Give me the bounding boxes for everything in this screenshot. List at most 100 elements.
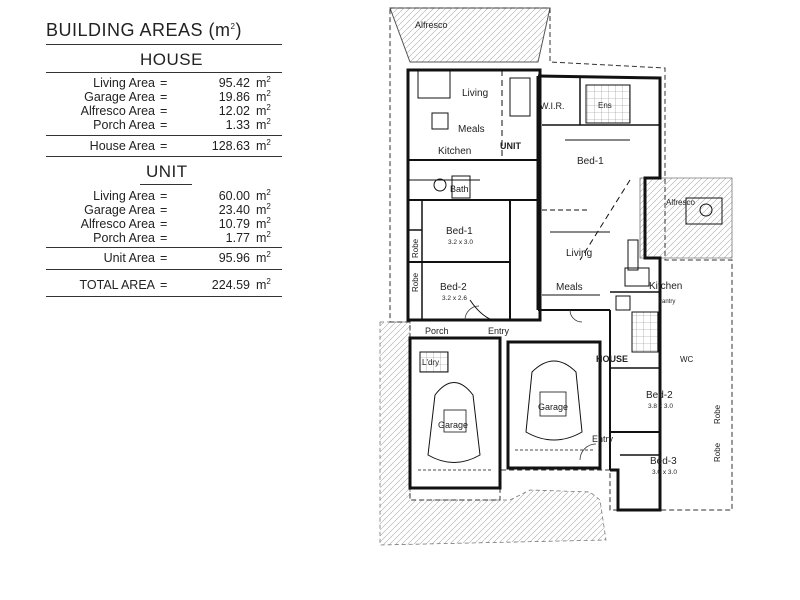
bed2-house-dim: 3.8 x 3.0 <box>648 403 673 410</box>
unit-garage-unit: m2 <box>256 201 271 217</box>
unit-alfresco-unit: m2 <box>256 215 271 231</box>
entry-house-label: Entry <box>592 434 614 444</box>
grand-total-underline <box>46 296 282 297</box>
unit-living-unit: m2 <box>256 187 271 203</box>
bed2-unit-label: Bed-2 <box>440 282 467 293</box>
unit-room-labels: Alfresco Living Meals Kitchen Bath UNIT … <box>411 20 521 430</box>
unit-m: m <box>256 231 267 245</box>
meals-unit-label: Meals <box>458 124 485 135</box>
wc-label: WC <box>680 355 694 364</box>
unit-m: m <box>256 189 267 203</box>
unit-m: m <box>256 251 267 265</box>
bath-unit-label: Bath <box>450 184 469 194</box>
unit-sup: 2 <box>266 88 271 98</box>
unit-sup: 2 <box>266 249 271 259</box>
unit-sup: 2 <box>266 116 271 126</box>
unit-total-value: 95.96 <box>218 251 250 265</box>
house-alfresco-value: 12.02 <box>218 104 250 118</box>
house-alfresco-label: Alfresco Area <box>80 104 155 118</box>
ens-label: Ens <box>598 101 612 110</box>
unit-heading: UNIT <box>146 162 188 181</box>
unit-total-unit: m2 <box>256 249 271 265</box>
pantry-label: Pantry <box>658 299 675 305</box>
grand-total-unit: m2 <box>256 276 271 292</box>
unit-m: m <box>256 104 267 118</box>
living-house-label: Living <box>566 248 592 259</box>
house-porch-unit: m2 <box>256 116 271 132</box>
unit-sup: 2 <box>266 102 271 112</box>
house-total-eq: = <box>160 139 168 153</box>
unit-garage-label: Garage Area <box>84 203 155 217</box>
house-total-rule <box>46 135 282 136</box>
door-swings <box>464 305 597 461</box>
unit-sup: 2 <box>266 187 271 197</box>
house-living-eq: = <box>160 76 168 90</box>
house-living-value: 95.42 <box>218 76 250 90</box>
bed3-house-dim: 3.0 x 3.0 <box>652 469 677 476</box>
unit-sup: 2 <box>266 229 271 239</box>
house-garage-value: 19.86 <box>218 90 250 104</box>
building-areas-schedule: BUILDING AREAS (m2) HOUSE Living Area = … <box>0 0 330 300</box>
garage-house-label: Garage <box>538 402 568 412</box>
unit-heading-underline <box>140 184 192 185</box>
house-alfresco-unit: m2 <box>256 102 271 118</box>
house-total-value: 128.63 <box>211 139 250 153</box>
floor-plan: Alfresco Living Meals Kitchen Bath UNIT … <box>379 7 733 546</box>
bed1-house-label: Bed-1 <box>577 156 604 167</box>
house-porch-value: 1.33 <box>225 118 250 132</box>
unit-m: m <box>256 203 267 217</box>
title-underline <box>46 44 282 45</box>
unit-garage-eq: = <box>160 203 168 217</box>
house-total-label: House Area <box>89 139 155 153</box>
unit-sup: 2 <box>266 137 271 147</box>
unit-m: m <box>256 90 267 104</box>
living-unit-label: Living <box>462 88 488 99</box>
unit-living-value: 60.00 <box>218 189 250 203</box>
schedule-title-close: ) <box>235 20 242 40</box>
porch-label: Porch <box>425 326 449 336</box>
landscape-areas <box>379 7 733 546</box>
unit-m: m <box>256 139 267 153</box>
unit-porch-unit: m2 <box>256 229 271 245</box>
robe1-label: Robe <box>411 238 420 258</box>
unit-alfresco-value: 10.79 <box>218 217 250 231</box>
grand-total-value: 224.59 <box>211 278 250 292</box>
unit-sup: 2 <box>266 215 271 225</box>
unit-alfresco-eq: = <box>160 217 168 231</box>
robe4-label: Robe <box>713 442 722 462</box>
unit-m: m <box>256 278 267 292</box>
wir-label: W.I.R. <box>540 101 565 111</box>
house-porch-eq: = <box>160 118 168 132</box>
unit-sup: 2 <box>266 74 271 84</box>
unit-alfresco-label: Alfresco Area <box>80 217 155 231</box>
unit-living-eq: = <box>160 189 168 203</box>
garage-unit-label: Garage <box>438 420 468 430</box>
unit-total-label: Unit Area <box>103 251 155 265</box>
alfresco-house-label: Alfresco <box>666 198 695 207</box>
house-garage-eq: = <box>160 90 168 104</box>
unit-garage <box>408 336 502 490</box>
house-garage-label: Garage Area <box>84 90 155 104</box>
house-heading-underline <box>46 72 282 73</box>
unit-garage-value: 23.40 <box>218 203 250 217</box>
schedule-title-text: BUILDING AREAS (m <box>46 20 231 40</box>
house-porch-label: Porch Area <box>93 118 155 132</box>
schedule-title: BUILDING AREAS (m2) <box>46 20 242 41</box>
house-heading: HOUSE <box>140 50 203 69</box>
bed1-unit-label: Bed-1 <box>446 226 473 237</box>
meals-house-label: Meals <box>556 282 583 293</box>
unit-total-eq: = <box>160 251 168 265</box>
unit-sup: 2 <box>266 276 271 286</box>
unit-sup: 2 <box>266 201 271 211</box>
kitchen-house-label: Kitchen <box>649 281 682 292</box>
unit-walls <box>406 68 542 322</box>
unit-porch-label: Porch Area <box>93 231 155 245</box>
bed2-house-label: Bed-2 <box>646 390 673 401</box>
unit-porch-value: 1.77 <box>225 231 250 245</box>
house-garage <box>506 340 602 470</box>
house-alfresco-eq: = <box>160 104 168 118</box>
house-total-unit: m2 <box>256 137 271 153</box>
alfresco-top-label: Alfresco <box>415 20 448 30</box>
house-living-label: Living Area <box>93 76 155 90</box>
bed2-unit-dim: 3.2 x 2.6 <box>442 295 467 302</box>
